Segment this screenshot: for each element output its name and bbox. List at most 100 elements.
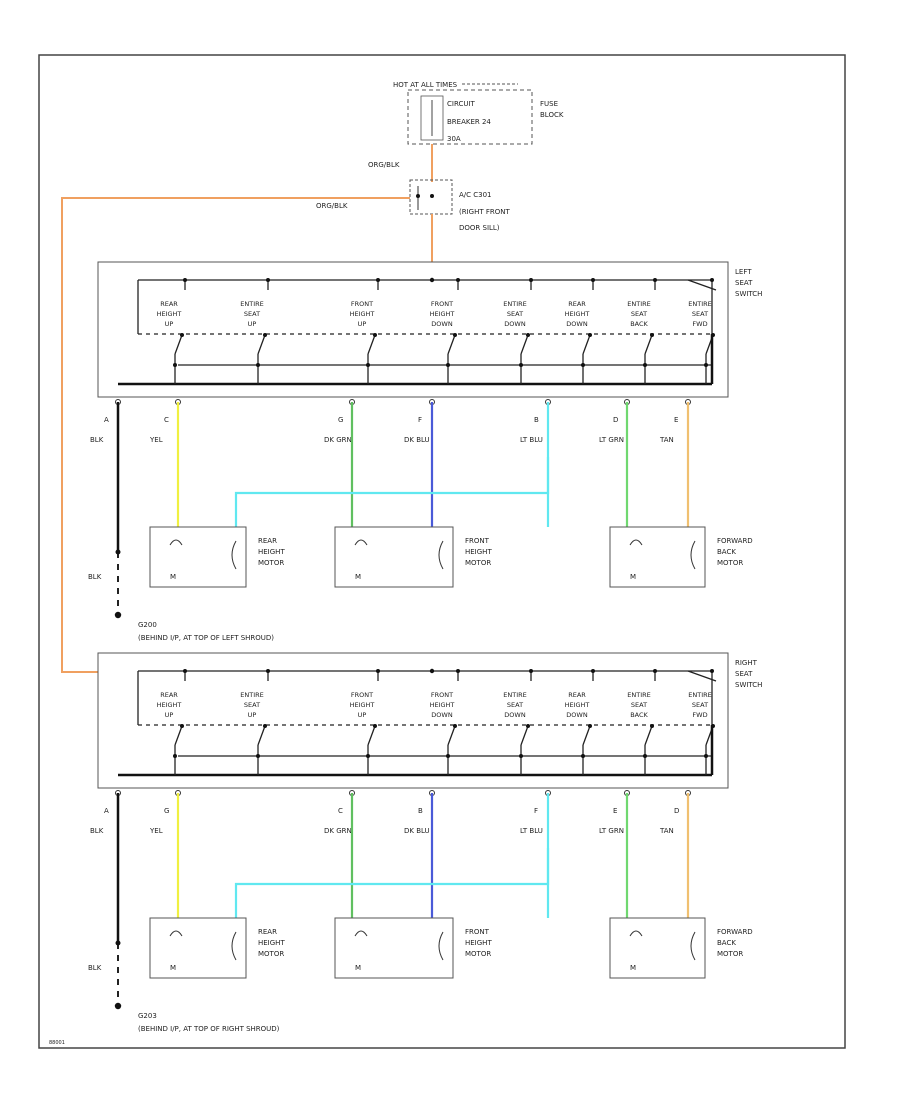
svg-text:SEAT: SEAT (244, 701, 260, 709)
right-title-line: SEAT (735, 670, 753, 678)
svg-text:MOTOR: MOTOR (465, 950, 491, 958)
connector-line-3: DOOR SILL) (459, 224, 500, 232)
svg-text:FRONT: FRONT (465, 537, 490, 545)
svg-text:C: C (164, 416, 169, 424)
svg-text:ENTIRE: ENTIRE (503, 691, 526, 699)
svg-text:BLK: BLK (90, 827, 104, 835)
breaker-line-2: BREAKER 24 (447, 118, 491, 126)
svg-text:ENTIRE: ENTIRE (240, 300, 263, 308)
right-ground-point (114, 1002, 122, 1010)
svg-text:MOTOR: MOTOR (465, 559, 491, 567)
svg-text:DOWN: DOWN (566, 320, 588, 328)
svg-text:HEIGHT: HEIGHT (258, 548, 285, 556)
footer-code: 88001 (49, 1040, 65, 1046)
right-pin-b: B DK BLU (404, 790, 435, 918)
svg-text:ENTIRE: ENTIRE (627, 691, 650, 699)
right-pin-c: CDK GRN (324, 790, 355, 918)
right-motor-front-height-motor: M FRONT HEIGHT MOTOR (334, 917, 492, 979)
svg-text:F: F (534, 807, 538, 815)
svg-text:SEAT: SEAT (507, 701, 523, 709)
svg-text:B: B (418, 807, 423, 815)
svg-text:D: D (674, 807, 679, 815)
left-pin-f: FDK BLU (404, 399, 435, 527)
left-pin-c: C YEL (149, 399, 181, 527)
left-ground-point (114, 611, 122, 619)
fuse-hot-label: HOT AT ALL TIMES (393, 81, 458, 89)
svg-text:YEL: YEL (149, 436, 163, 444)
svg-text:DOWN: DOWN (431, 320, 453, 328)
svg-text:TAN: TAN (659, 436, 674, 444)
svg-text:BACK: BACK (630, 711, 648, 719)
svg-text:DOWN: DOWN (431, 711, 453, 719)
svg-text:UP: UP (358, 711, 367, 719)
svg-text:MOTOR: MOTOR (258, 559, 284, 567)
svg-text:LT BLU: LT BLU (520, 827, 543, 835)
svg-text:REAR: REAR (258, 928, 277, 936)
svg-text:BACK: BACK (717, 548, 736, 556)
right-ground-name: G203 (138, 1012, 157, 1020)
connector-c301: A/C C301 (RIGHT FRONT DOOR SILL) (409, 179, 510, 232)
right-seat-circuit: RIGHTSEATSWITCHREARHEIGHTUPENTIRESEATUPF… (88, 652, 762, 1033)
svg-text:M: M (170, 964, 176, 972)
left-pin-e: E TAN (659, 399, 691, 527)
breaker-line-1: CIRCUIT (447, 100, 476, 108)
left-pin-d: DLT GRN (599, 399, 630, 527)
svg-text:HEIGHT: HEIGHT (350, 310, 375, 318)
svg-text:DK BLU: DK BLU (404, 827, 430, 835)
svg-text:FRONT: FRONT (465, 928, 490, 936)
svg-text:ENTIRE: ENTIRE (503, 300, 526, 308)
svg-text:M: M (355, 964, 361, 972)
svg-text:SEAT: SEAT (507, 310, 523, 318)
svg-text:HEIGHT: HEIGHT (430, 310, 455, 318)
left-switch-front-height-down: FRONT HEIGHT DOWN (430, 278, 460, 355)
right-pin-f: F LT BLU (520, 790, 551, 918)
left-title-line: SWITCH (735, 290, 762, 298)
left-pin-g: GDK GRN (324, 399, 355, 527)
right-switch-housing (97, 652, 729, 789)
svg-text:REAR: REAR (568, 691, 586, 699)
svg-text:E: E (613, 807, 617, 815)
left-ground-name: G200 (138, 621, 157, 629)
svg-text:SEAT: SEAT (631, 310, 647, 318)
left-pin-b: BLT BLU (520, 399, 551, 527)
svg-text:UP: UP (358, 320, 367, 328)
svg-text:FORWARD: FORWARD (717, 537, 753, 545)
svg-text:C: C (338, 807, 343, 815)
svg-text:LT GRN: LT GRN (599, 436, 624, 444)
svg-text:HEIGHT: HEIGHT (465, 939, 492, 947)
right-title-line: SWITCH (735, 681, 762, 689)
breaker-line-3: 30A (447, 135, 461, 143)
svg-text:G: G (338, 416, 343, 424)
svg-text:M: M (630, 573, 636, 581)
left-seat-circuit: LEFTSEATSWITCHREARHEIGHTUPENTIRESEATUPFR… (88, 261, 762, 642)
fuse-block: HOT AT ALL TIMES CIRCUIT BREAKER 24 30A … (393, 81, 564, 145)
left-switch-housing (97, 261, 729, 398)
svg-text:G: G (164, 807, 169, 815)
svg-text:ENTIRE: ENTIRE (688, 691, 711, 699)
svg-text:FRONT: FRONT (431, 691, 453, 699)
svg-text:FRONT: FRONT (431, 300, 453, 308)
svg-text:BACK: BACK (717, 939, 736, 947)
right-lt-blu-crossover (234, 848, 550, 918)
svg-text:SEAT: SEAT (692, 310, 708, 318)
svg-text:LT BLU: LT BLU (520, 436, 543, 444)
svg-text:DOWN: DOWN (566, 711, 588, 719)
svg-text:F: F (418, 416, 422, 424)
left-title-line: LEFT (735, 268, 752, 276)
circuit-breaker-symbol (420, 95, 444, 141)
org-blk-label-top: ORG/BLK (368, 161, 400, 169)
svg-text:E: E (674, 416, 678, 424)
svg-text:MOTOR: MOTOR (717, 950, 743, 958)
svg-text:TAN: TAN (659, 827, 674, 835)
left-title-line: SEAT (735, 279, 753, 287)
